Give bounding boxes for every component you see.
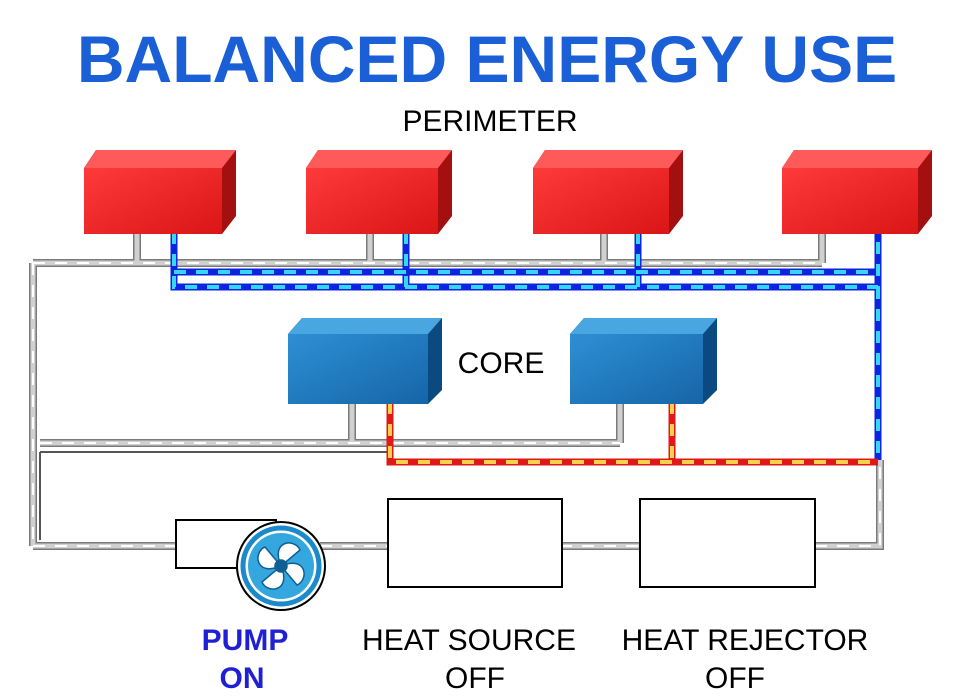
cold-loop-pipes bbox=[170, 232, 882, 460]
core-return-line bbox=[39, 451, 388, 540]
heat-source-status: OFF bbox=[445, 662, 505, 695]
fan-impeller-icon bbox=[257, 542, 305, 590]
perimeter-label: PERIMETER bbox=[402, 105, 577, 138]
perimeter-unit bbox=[533, 150, 683, 234]
heat-source-label: HEAT SOURCE bbox=[362, 624, 576, 657]
heat-rejector-label: HEAT REJECTOR bbox=[622, 624, 869, 657]
hot-loop-pipes bbox=[386, 402, 878, 466]
heat-rejector-status: OFF bbox=[705, 662, 765, 695]
perimeter-unit bbox=[306, 150, 452, 234]
pump-unit bbox=[175, 519, 326, 611]
perimeter-unit bbox=[782, 150, 932, 234]
neutral-loop-pipes bbox=[29, 232, 884, 550]
heat-rejector-unit bbox=[639, 498, 816, 588]
core-unit bbox=[570, 318, 717, 404]
pump-status: ON bbox=[220, 662, 265, 695]
pump-label: PUMP bbox=[202, 624, 289, 657]
perimeter-unit bbox=[84, 150, 236, 234]
page-title: BALANCED ENERGY USE bbox=[77, 22, 897, 96]
heat-source-unit bbox=[387, 498, 563, 588]
core-label: CORE bbox=[458, 347, 545, 380]
core-unit bbox=[288, 318, 442, 404]
